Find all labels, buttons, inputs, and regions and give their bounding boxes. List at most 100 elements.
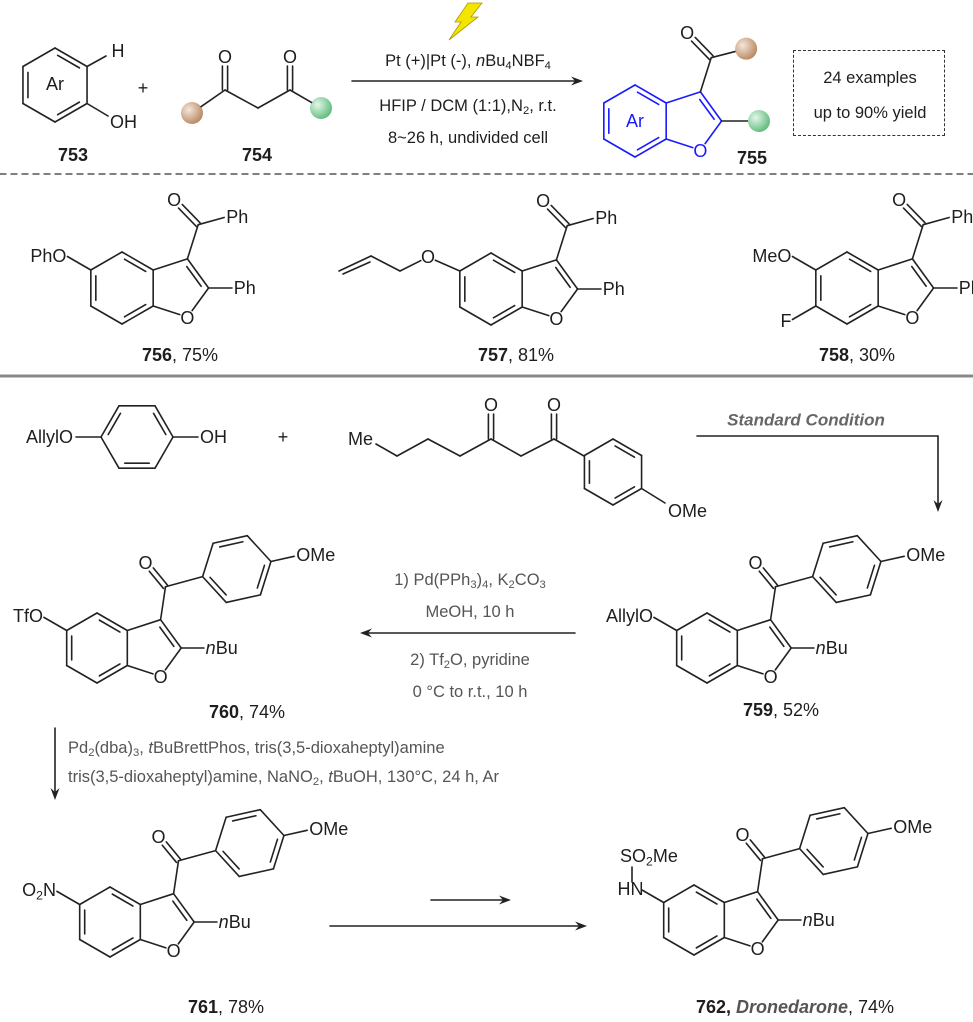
bond [22,47,56,68]
condition-line: 8~26 h, undivided cell [387,128,549,147]
furan-oxygen-label: O [905,308,920,329]
bond [791,255,817,271]
bond [822,534,859,545]
bond [856,534,882,563]
bond [164,647,182,671]
bond [459,252,492,272]
bond [798,814,811,850]
bond [521,259,558,272]
double-bond-inner [492,259,516,274]
double-bond-inner [269,838,279,863]
bond [665,91,702,104]
double-bond-inner [98,619,121,633]
carbonyl-oxygen-label: O [735,824,750,845]
bond [560,288,579,313]
double-bond-inner [209,576,227,596]
aryl-ring-label: Ar [46,74,64,94]
bond [846,305,879,325]
bond [96,664,129,684]
phenyl-ketone-label: Ph [226,207,249,228]
electricity-bolt-icon [448,2,483,41]
bond [710,50,737,59]
double-bond-inner [614,486,636,499]
bond [459,438,492,457]
bond [490,306,523,326]
double-bond-inner [123,303,147,318]
c2-substituent-label: Ph [233,278,256,298]
bond [154,405,174,438]
condition-line: 2) Tf2O, pyridine [410,650,530,672]
bond [177,921,195,945]
bond [612,438,643,457]
bond [869,560,882,596]
double-bond-inner [56,54,81,69]
carbonyl-double-bond [762,567,779,586]
bond [555,259,579,290]
bond [259,560,272,596]
summary-box [793,50,945,136]
bond [100,405,120,438]
phenyl-ketone-label: Ph [595,208,618,229]
carbonyl-double-bond [745,842,762,862]
bond [774,575,814,588]
plus-sign: + [277,427,289,447]
bond [197,216,225,226]
bond [201,575,228,604]
aryl-ring-label: Ar [626,111,644,131]
bond [774,647,792,671]
furan-oxygen-label: O [166,941,181,962]
double-bond-inner [172,900,188,922]
compound-number: 761 [187,997,219,1017]
bond [583,487,614,506]
bond [723,890,759,904]
allyloxy-label: AllylO [25,427,73,447]
bond [675,664,708,684]
phenoxy-label: PhO [30,245,67,266]
carbonyl-oxygen-label: O [892,189,907,210]
bond [555,224,569,261]
carbonyl-oxygen-label: O [282,47,298,67]
carbonyl-double-bond [148,570,165,590]
bond [761,919,779,943]
arrow-head [50,788,60,800]
carbonyl-double-bond [902,207,923,228]
condition-line: MeOH, 10 h [425,602,515,621]
compound-label-754: 754 [242,146,272,164]
yield: , 52% [773,700,820,720]
condition-line: Pt (+)|Pt (-), nBu4NBF4 [385,51,551,73]
bond [90,305,123,325]
methoxy-label: OMe [309,818,349,839]
double-bond-inner [848,303,872,318]
bond [186,258,210,289]
double-bond-inner [815,812,841,820]
bond [152,305,181,316]
bond [100,436,120,469]
bond [911,223,925,260]
carbonyl-double-bond [690,40,711,61]
r2-substituent-ball [748,110,770,132]
bond [665,138,694,149]
compound-label-761: 761, 78% [188,998,264,1016]
bond [662,936,695,956]
bond [867,827,892,835]
carbonyl-double-bond [152,567,169,586]
bond [877,258,914,271]
compound-label-757: 757, 81% [478,346,554,364]
bond [78,938,111,958]
double-bond-inner [152,412,167,436]
compound-label-759: 759, 52% [743,701,819,719]
carbonyl-oxygen-label: O [546,395,562,415]
double-bond-inner [828,540,854,548]
arrow-head [571,76,583,86]
bond [65,612,98,632]
ether-oxygen-label: O [420,247,436,267]
carbonyl-oxygen-label: O [483,395,499,415]
carbonyl-double-bond [161,844,178,864]
bond [109,938,142,958]
bond [126,618,162,632]
bond [811,575,838,604]
double-bond-inner [159,626,175,648]
bond [566,217,594,227]
bond [822,866,859,876]
bond [56,890,81,906]
